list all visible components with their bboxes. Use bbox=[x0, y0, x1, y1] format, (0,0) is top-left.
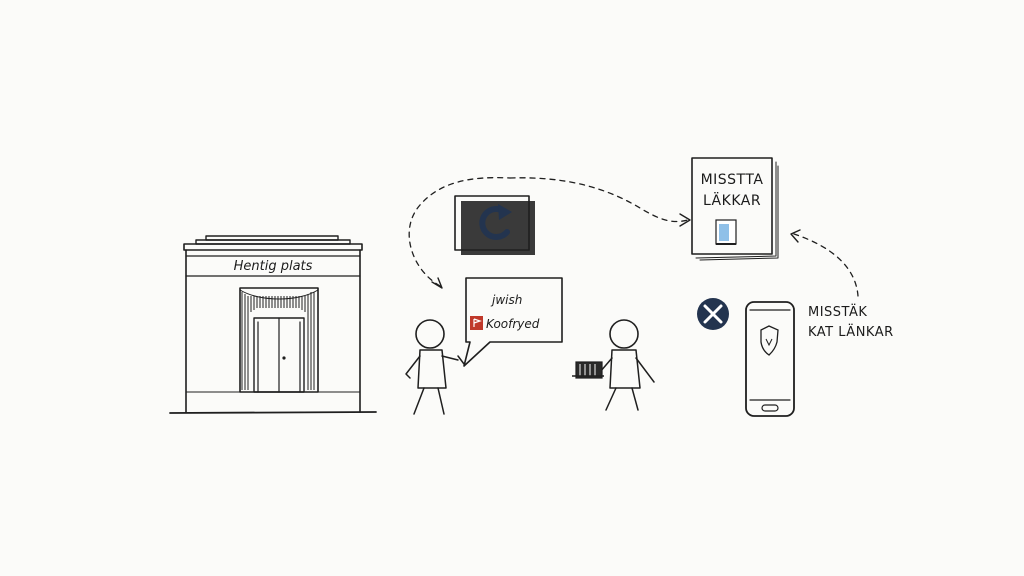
speech-bubble-line1: jwish bbox=[490, 293, 522, 307]
store-building: Hentig plats bbox=[169, 235, 377, 414]
smartphone bbox=[745, 301, 795, 417]
red-flag-icon bbox=[470, 316, 483, 330]
phone-label-line1: MISSTÄK bbox=[808, 304, 867, 320]
shield-icon bbox=[760, 325, 779, 356]
book-icon bbox=[715, 219, 737, 245]
dashed-arrow-right bbox=[790, 229, 859, 297]
phone-label-line2: KAT LÄNKAR bbox=[808, 324, 894, 340]
package-box bbox=[572, 361, 604, 379]
document-title-line2: LÄKKAR bbox=[703, 191, 761, 209]
dashed-arrow-left bbox=[408, 177, 511, 289]
speech-bubble-line2: Koofryed bbox=[486, 317, 540, 331]
person-left bbox=[405, 319, 465, 415]
dashed-arrow-top bbox=[509, 177, 691, 227]
person-right bbox=[572, 319, 655, 411]
x-circle-icon bbox=[697, 298, 729, 330]
door-handle bbox=[282, 356, 286, 360]
document-stack: MISSTTA LÄKKAR bbox=[691, 157, 779, 261]
refresh-icon bbox=[479, 204, 512, 240]
speech-bubble: jwish Koofryed bbox=[463, 277, 563, 367]
awning-hatching bbox=[239, 289, 319, 390]
document-title-line1: MISSTTA bbox=[701, 172, 764, 188]
store-sign-text: Hentig plats bbox=[234, 259, 313, 274]
refresh-card bbox=[454, 195, 535, 255]
